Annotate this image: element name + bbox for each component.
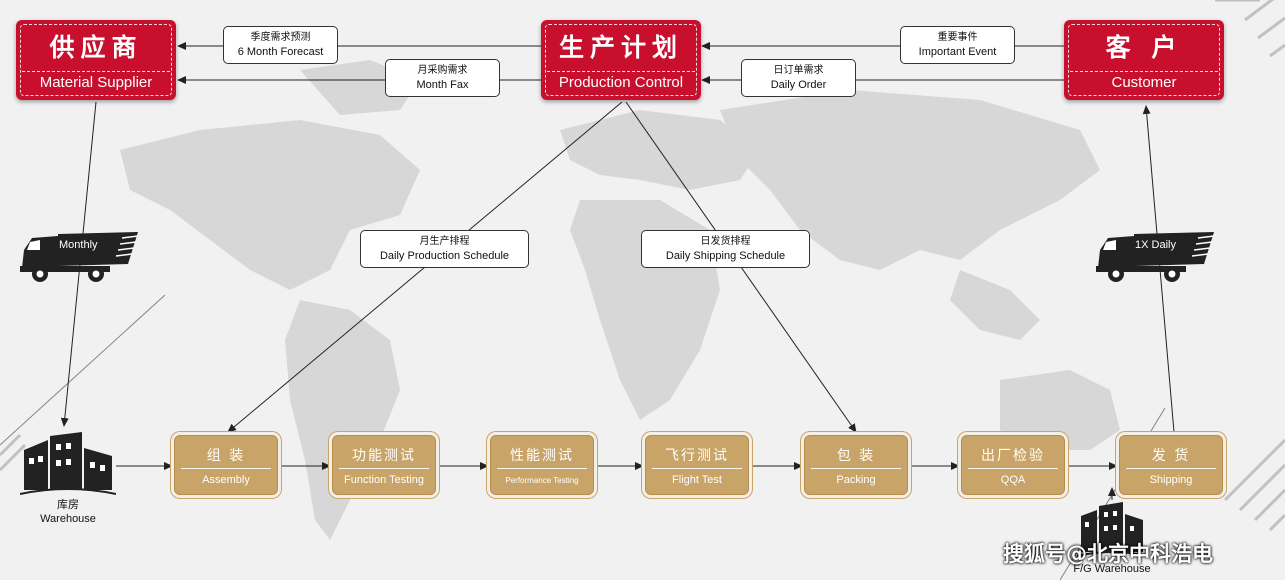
truck-icon-monthly (20, 232, 139, 282)
label-month-fax: 月采购需求 Month Fax (385, 59, 500, 97)
label-important-event: 重要事件 Important Event (900, 26, 1015, 64)
step-assembly-en: Assembly (202, 474, 250, 486)
step-packing-en: Packing (836, 474, 876, 486)
step-assembly-cn: 组 装 (206, 448, 246, 464)
truck-icon-daily (1096, 232, 1215, 282)
fg-warehouse-label: F/G Warehouse (1073, 563, 1151, 575)
label-forecast-en: 6 Month Forecast (237, 46, 324, 58)
label-6-month-forecast: 季度需求预测 6 Month Forecast (223, 26, 338, 64)
step-function-testing-cn: 功能测试 (352, 448, 416, 464)
production-title-en: Production Control (558, 74, 684, 91)
step-shipping: 发 货 Shipping (1119, 435, 1223, 495)
watermark-text: 搜狐号@北京中科浩电 (1003, 542, 1213, 566)
label-important-event-cn: 重要事件 (937, 32, 978, 43)
label-daily-shipping-schedule: 日发货排程 Daily Shipping Schedule (641, 230, 810, 268)
node-material-supplier: 供应商 Material Supplier (16, 20, 176, 100)
warehouse-label-en: Warehouse (40, 513, 96, 525)
step-packing-cn: 包 装 (836, 448, 876, 464)
step-qqa-en: QQA (1000, 474, 1026, 486)
label-daily-order-en: Daily Order (770, 79, 827, 91)
truck-daily-label: 1X Daily (1135, 239, 1176, 251)
warehouse-icon (20, 432, 116, 495)
label-daily-order-cn: 日订单需求 (773, 65, 824, 76)
node-production-control: 生产计划 Production Control (541, 20, 701, 100)
production-title-cn: 生产计划 (558, 33, 683, 62)
customer-title-en: Customer (1111, 74, 1177, 91)
step-performance-testing-en: Performance Testing (505, 476, 579, 485)
step-shipping-cn: 发 货 (1151, 448, 1191, 464)
label-month-fax-en: Month Fax (416, 79, 469, 91)
label-daily-production-schedule: 月生产排程 Daily Production Schedule (360, 230, 529, 268)
label-production-schedule-cn: 月生产排程 (419, 236, 470, 247)
label-daily-order: 日订单需求 Daily Order (741, 59, 856, 97)
label-production-schedule-en: Daily Production Schedule (379, 250, 510, 262)
supplier-title-en: Material Supplier (39, 74, 153, 91)
warehouse-label-cn: 库房 (57, 498, 79, 511)
node-customer: 客 户 Customer (1064, 20, 1224, 100)
label-month-fax-cn: 月采购需求 (417, 65, 468, 76)
label-important-event-en: Important Event (918, 46, 997, 58)
label-shipping-schedule-cn: 日发货排程 (700, 236, 751, 247)
step-flight-test: 飞行测试 Flight Test (645, 435, 749, 495)
step-function-testing: 功能测试 Function Testing (332, 435, 436, 495)
label-forecast-cn: 季度需求预测 (250, 32, 311, 43)
step-function-testing-en: Function Testing (344, 474, 424, 486)
step-flight-test-cn: 飞行测试 (665, 448, 729, 464)
step-packing: 包 装 Packing (804, 435, 908, 495)
warehouse-label: 库房 Warehouse (28, 498, 108, 526)
step-qqa-cn: 出厂检验 (981, 448, 1045, 464)
step-performance-testing-cn: 性能测试 (510, 448, 574, 464)
step-flight-test-en: Flight Test (672, 474, 722, 486)
step-shipping-en: Shipping (1149, 474, 1193, 486)
customer-title-cn: 客 户 (1105, 33, 1183, 62)
truck-monthly-label: Monthly (59, 239, 98, 251)
step-performance-testing: 性能测试 Performance Testing (490, 435, 594, 495)
step-qqa: 出厂检验 QQA (961, 435, 1065, 495)
step-assembly: 组 装 Assembly (174, 435, 278, 495)
supplier-title-cn: 供应商 (49, 33, 143, 62)
fg-warehouse-icon (1077, 502, 1147, 557)
label-shipping-schedule-en: Daily Shipping Schedule (665, 250, 786, 262)
